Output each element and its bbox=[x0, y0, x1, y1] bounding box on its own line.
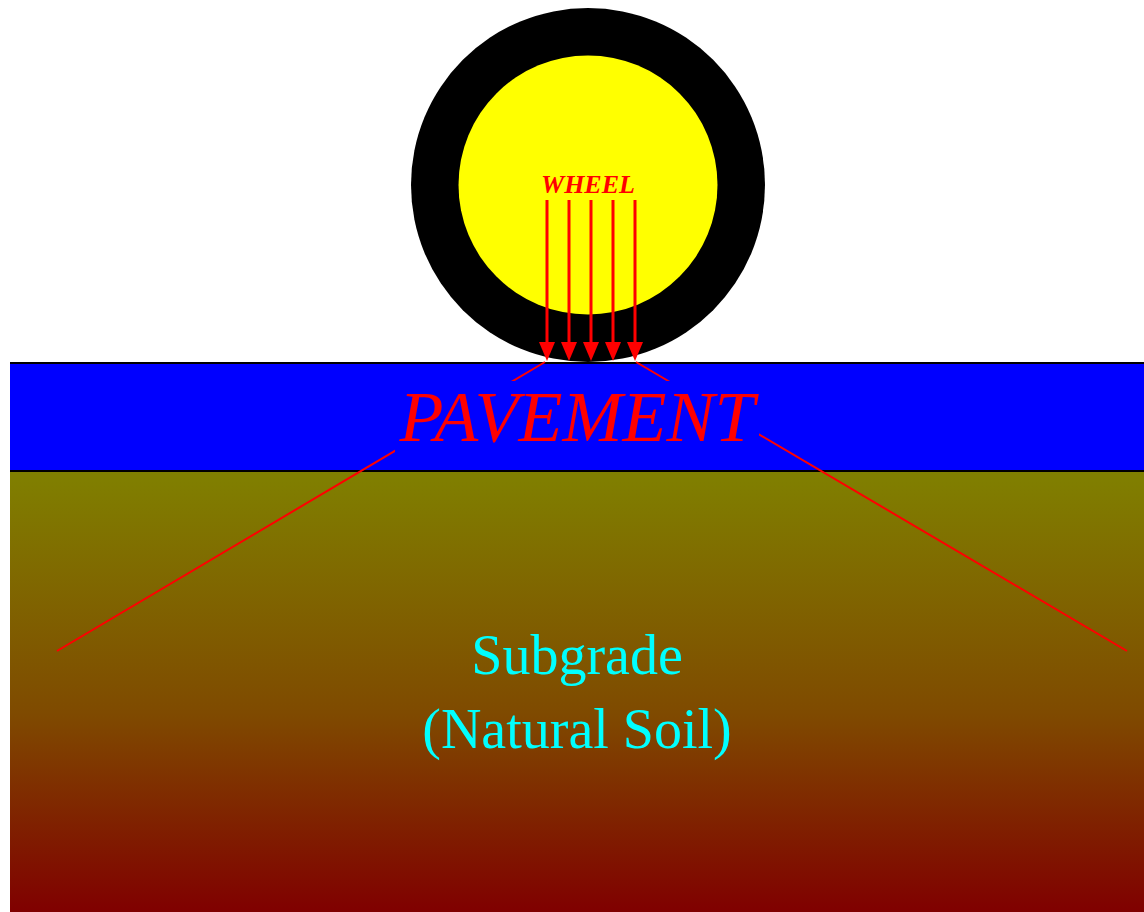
pavement-band: PAVEMENT bbox=[10, 362, 1144, 472]
load-arrow-shaft bbox=[612, 200, 615, 346]
load-arrow-shaft bbox=[568, 200, 571, 346]
layer-label: Subgrade (Natural Soil) bbox=[407, 618, 747, 766]
load-arrow-shaft bbox=[590, 200, 593, 346]
rim bbox=[459, 56, 718, 315]
tyre bbox=[411, 8, 765, 362]
wheel-label: WHEEL bbox=[539, 172, 637, 198]
text-stack: WHEEL bbox=[539, 172, 637, 198]
subgrade-band: Subgrade (Natural Soil) bbox=[10, 472, 1144, 912]
load-arrow-shaft bbox=[634, 200, 637, 346]
load-arrow-shaft bbox=[546, 200, 549, 346]
wheel-node: WHEEL bbox=[411, 8, 765, 362]
text-stack: Subgrade (Natural Soil) bbox=[407, 618, 747, 766]
layer-label: PAVEMENT bbox=[395, 381, 758, 453]
text-stack: PAVEMENT bbox=[395, 381, 758, 453]
